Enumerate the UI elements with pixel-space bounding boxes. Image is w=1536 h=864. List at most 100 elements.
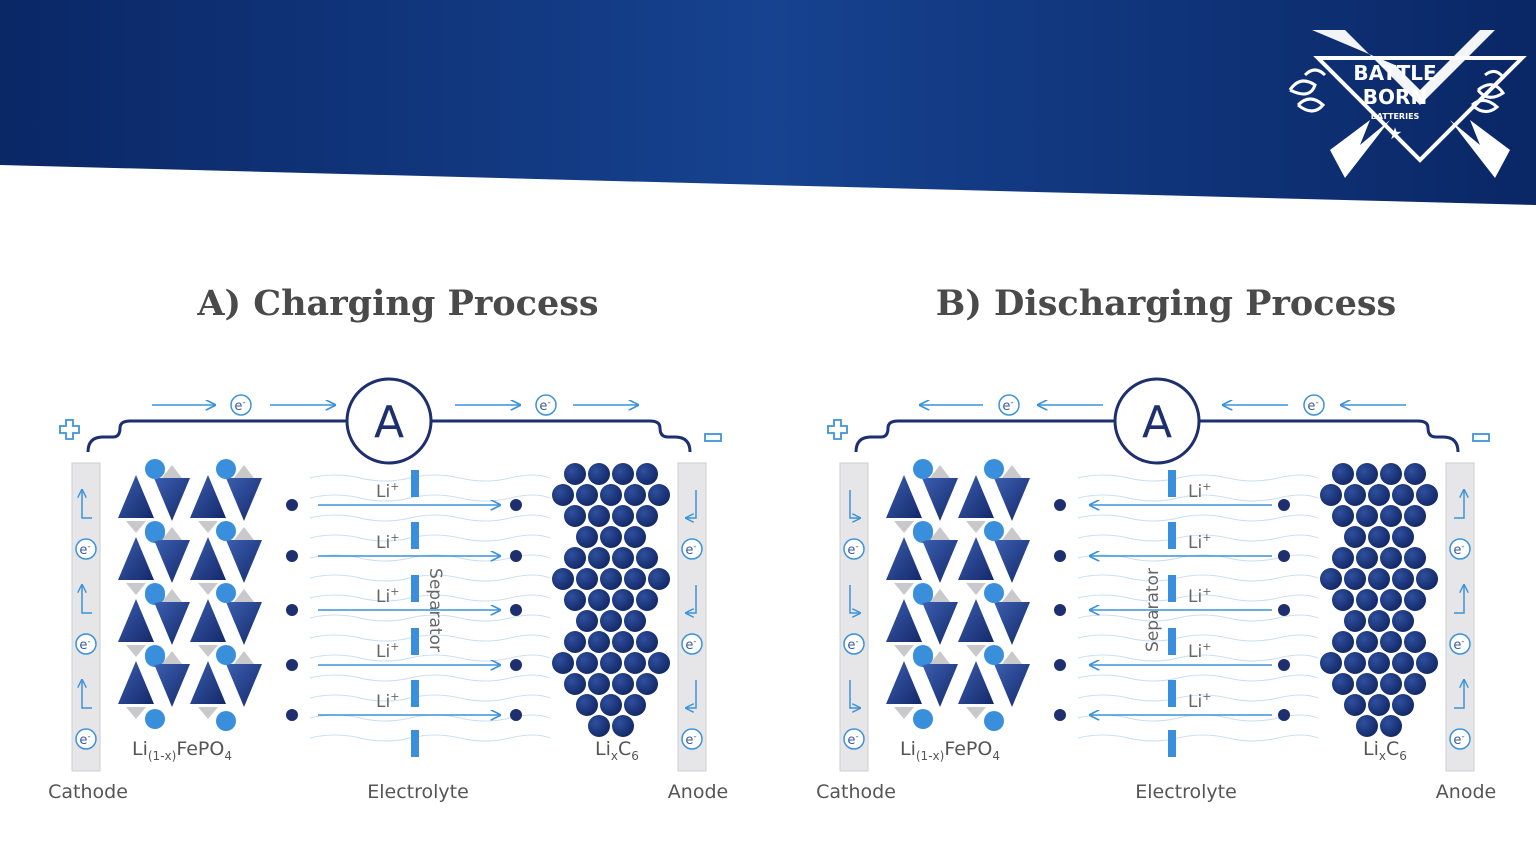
graphite-ball bbox=[1356, 673, 1378, 695]
crystal-triangle-up bbox=[190, 475, 226, 518]
electrode-flow-arrow bbox=[1454, 490, 1464, 519]
graphite-ball bbox=[1356, 463, 1378, 485]
cathode-bar bbox=[71, 462, 101, 772]
gray-triangle bbox=[198, 645, 218, 657]
ion-endpoint-dot bbox=[1054, 659, 1066, 671]
anode-label: Anode bbox=[668, 781, 728, 803]
electron-badge: e- bbox=[843, 538, 865, 560]
li-ion-label: Li+ bbox=[1188, 531, 1211, 553]
gray-triangle bbox=[894, 521, 914, 533]
ion-endpoint-dot bbox=[286, 550, 298, 562]
electrolyte-label: Electrolyte bbox=[1135, 781, 1237, 803]
graphite-ball bbox=[1344, 568, 1366, 590]
electron-icon bbox=[843, 728, 865, 750]
electron-symbol: e- bbox=[1453, 637, 1464, 653]
logo-line-2: BORN bbox=[1363, 85, 1427, 109]
graphite-ball bbox=[1368, 610, 1390, 632]
lithium-ion-dot bbox=[984, 711, 1004, 731]
crystal-triangle-down bbox=[226, 540, 262, 583]
gray-triangle bbox=[126, 583, 146, 595]
anode-formula: LixC6 bbox=[1363, 738, 1407, 763]
electron-icon bbox=[75, 538, 97, 560]
graphite-ball bbox=[1380, 673, 1402, 695]
gray-triangle bbox=[198, 583, 218, 595]
gray-triangle bbox=[198, 521, 218, 533]
ammeter-circle bbox=[345, 377, 433, 465]
graphite-ball bbox=[600, 568, 622, 590]
graphite-ball bbox=[600, 610, 622, 632]
cathode-lattice bbox=[118, 459, 262, 731]
graphite-ball bbox=[1404, 631, 1426, 653]
electrolyte-wave bbox=[309, 614, 551, 622]
gray-triangle bbox=[1002, 589, 1022, 602]
graphite-ball bbox=[1404, 547, 1426, 569]
panel-title: B) Discharging Process bbox=[936, 283, 1397, 324]
graphite-ball bbox=[1416, 568, 1438, 590]
graphite-ball bbox=[576, 610, 598, 632]
crystal-triangle-up bbox=[958, 537, 994, 580]
electron-symbol: e- bbox=[79, 542, 90, 558]
graphite-ball bbox=[1380, 589, 1402, 611]
logo-line-1: BATTLE bbox=[1353, 61, 1436, 85]
electron-symbol: e- bbox=[685, 542, 696, 558]
graphite-ball bbox=[1320, 652, 1342, 674]
electron-icon bbox=[1449, 728, 1471, 750]
electron-badge: e- bbox=[1449, 728, 1471, 750]
gray-triangle bbox=[126, 707, 146, 719]
crystal-triangle-down bbox=[922, 478, 958, 521]
gray-triangle bbox=[198, 707, 218, 719]
electron-badge: e- bbox=[75, 633, 97, 655]
graphite-ball bbox=[624, 526, 646, 548]
electrolyte-wave bbox=[309, 474, 551, 482]
separator-segment bbox=[411, 522, 419, 549]
li-ion-label: Li+ bbox=[1188, 585, 1211, 607]
graphite-ball bbox=[1368, 568, 1390, 590]
graphite-ball bbox=[1416, 484, 1438, 506]
lithium-ion-dot bbox=[913, 583, 933, 603]
electron-icon bbox=[75, 633, 97, 655]
graphite-ball bbox=[1356, 547, 1378, 569]
electrode-flow-arrow bbox=[849, 680, 860, 708]
graphite-ball bbox=[648, 484, 670, 506]
crystal-triangle-down bbox=[226, 602, 262, 645]
gray-triangle bbox=[234, 527, 254, 540]
graphite-ball bbox=[1356, 505, 1378, 527]
gray-triangle bbox=[966, 645, 986, 657]
gray-triangle bbox=[930, 527, 950, 540]
crystal-triangle-up bbox=[118, 537, 154, 580]
lithium-ion-dot bbox=[145, 583, 165, 603]
ion-endpoint-dot bbox=[1054, 550, 1066, 562]
electron-icon bbox=[1449, 538, 1471, 560]
graphite-ball bbox=[648, 568, 670, 590]
separator-segment bbox=[411, 470, 419, 497]
positive-terminal-icon bbox=[59, 419, 80, 440]
electron-badge: e- bbox=[998, 394, 1020, 416]
ion-endpoint-dot bbox=[1278, 659, 1290, 671]
electrolyte-wave bbox=[1077, 474, 1319, 482]
ion-endpoint-dot bbox=[510, 499, 522, 511]
electron-badge: e- bbox=[843, 633, 865, 655]
li-ion-label: Li+ bbox=[376, 585, 399, 607]
electrode-flow-arrow bbox=[1454, 585, 1464, 614]
cathode-formula: Li(1-x)FePO4 bbox=[900, 738, 1000, 763]
graphite-ball bbox=[648, 652, 670, 674]
crystal-triangle-down bbox=[226, 478, 262, 521]
crystal-triangle-down bbox=[154, 602, 190, 645]
ammeter-circle bbox=[1113, 377, 1201, 465]
electron-badge: e- bbox=[681, 633, 703, 655]
cathode-formula: Li(1-x)FePO4 bbox=[132, 738, 232, 763]
separator-segment bbox=[1168, 522, 1176, 549]
electron-symbol: e- bbox=[79, 732, 90, 748]
electron-icon bbox=[75, 728, 97, 750]
ion-endpoint-dot bbox=[1278, 550, 1290, 562]
graphite-ball bbox=[612, 673, 634, 695]
gray-triangle bbox=[162, 465, 182, 478]
negative-terminal-icon bbox=[1472, 433, 1490, 442]
electron-symbol: e- bbox=[1453, 542, 1464, 558]
electron-symbol: e- bbox=[847, 542, 858, 558]
circuit-wire bbox=[86, 419, 692, 453]
graphite-ball bbox=[1380, 547, 1402, 569]
crystal-triangle-up bbox=[958, 599, 994, 642]
graphite-ball bbox=[1392, 694, 1414, 716]
crystal-triangle-down bbox=[994, 602, 1030, 645]
